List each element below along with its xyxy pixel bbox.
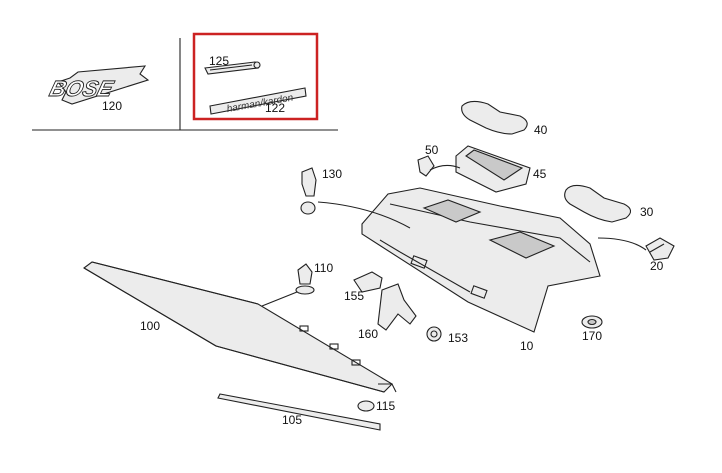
label-20: 20 (650, 259, 664, 273)
label-40: 40 (534, 123, 548, 137)
part-130-pin (300, 167, 317, 215)
part-170-grommet (581, 315, 603, 329)
part-40-pad (461, 100, 528, 135)
label-105: 105 (282, 413, 302, 427)
label-155: 155 (344, 289, 364, 303)
label-30: 30 (640, 205, 654, 219)
label-160: 160 (358, 327, 378, 341)
label-50: 50 (425, 143, 439, 157)
part-160-clip (377, 283, 417, 331)
bose-logo-text: BOSE (47, 76, 117, 101)
part-110-pin (295, 263, 315, 295)
part-155-plug (353, 271, 383, 293)
part-125-bracket (204, 61, 261, 75)
part-10-parcel-shelf (361, 187, 601, 333)
label-130: 130 (322, 167, 342, 181)
label-110: 110 (314, 261, 333, 275)
part-105-strip (217, 393, 381, 431)
part-120-bose-badge: BOSE (47, 65, 150, 105)
label-120: 120 (102, 99, 122, 113)
part-115-cap (357, 400, 375, 412)
part-122-harman-kardon-badge: harman/kardon (209, 87, 307, 115)
label-122: 122 (265, 101, 285, 115)
part-50-clip (417, 155, 435, 177)
part-100-roller-blind (83, 261, 397, 393)
label-153: 153 (448, 331, 468, 345)
part-20-latch (645, 237, 675, 261)
highlight-box (192, 32, 319, 121)
label-170: 170 (582, 329, 602, 343)
part-30-pad (564, 184, 632, 223)
part-labels: 120 125 122 130 50 45 40 30 20 110 155 1… (102, 54, 664, 427)
label-125: 125 (209, 54, 229, 68)
inset-frame (32, 38, 338, 131)
label-115: 115 (376, 399, 395, 413)
label-45: 45 (533, 167, 547, 181)
part-153-nut (426, 326, 442, 342)
label-10: 10 (520, 339, 534, 353)
label-100: 100 (140, 319, 160, 333)
leader-lines (261, 164, 647, 307)
part-45-housing (455, 145, 531, 193)
